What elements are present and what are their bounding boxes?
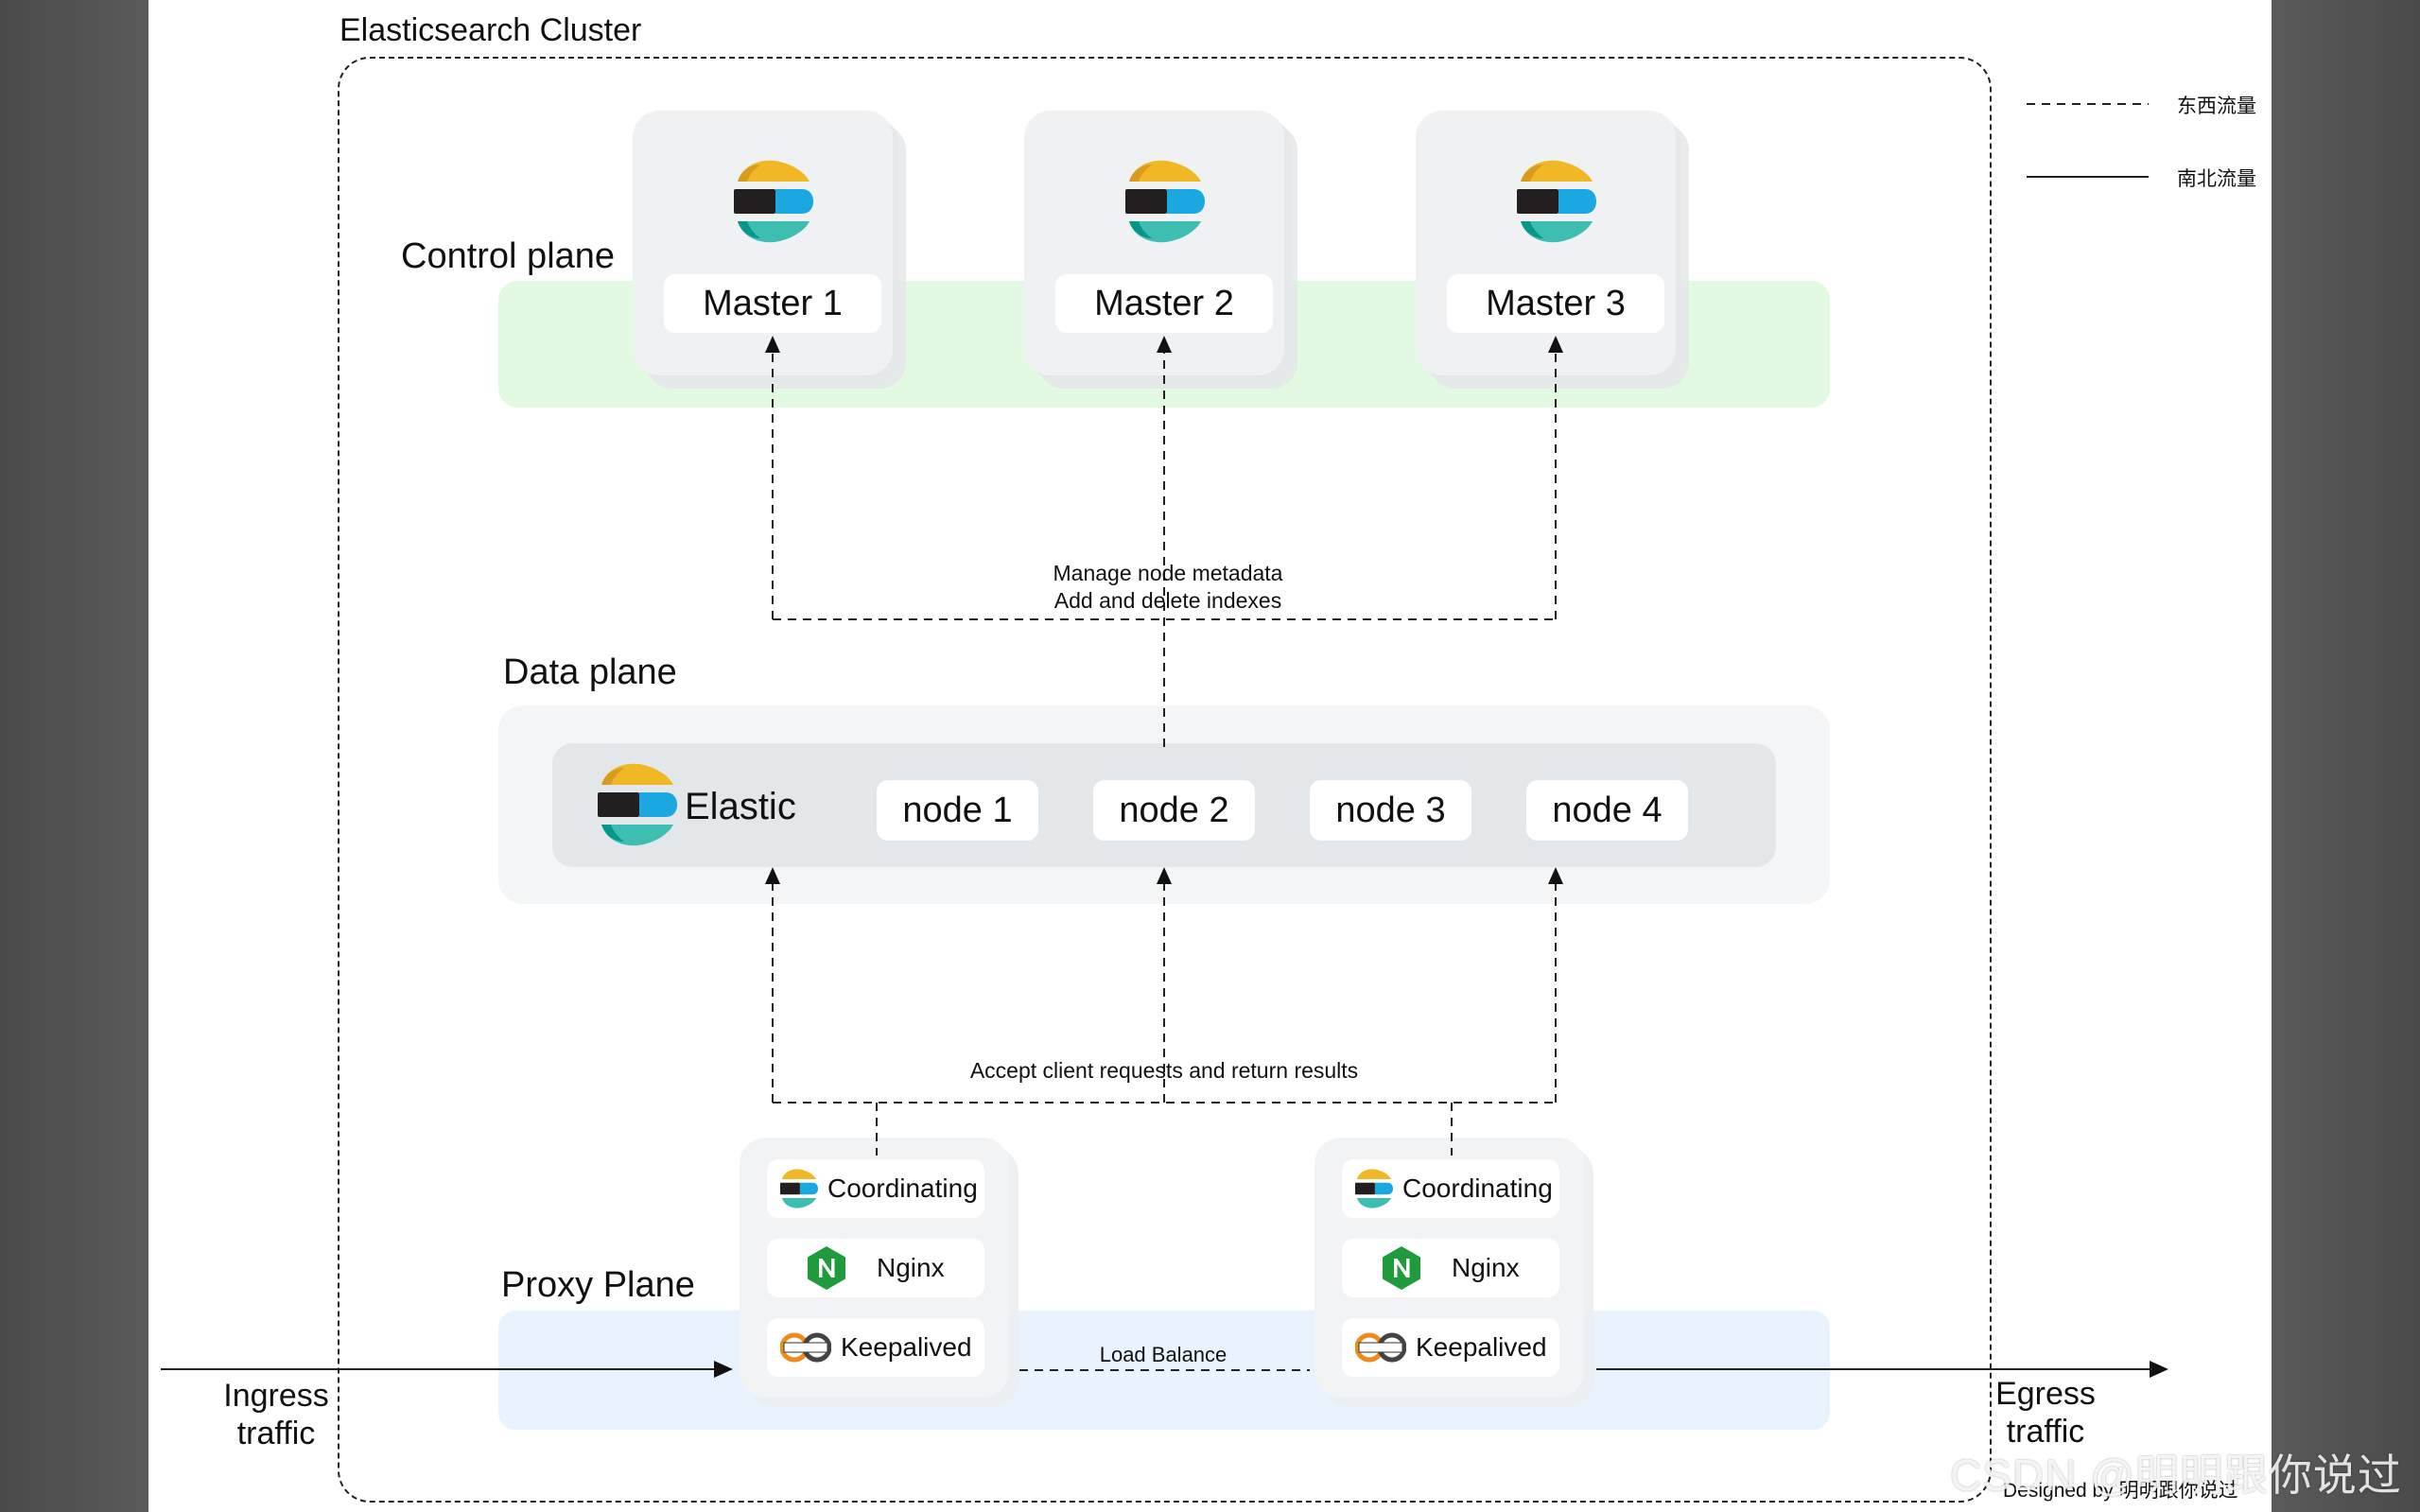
arrow-up-master-2	[1157, 336, 1172, 353]
manage-note: Manage node metadata Add and delete inde…	[979, 560, 1357, 615]
elastic-brand-label: Elastic	[685, 786, 796, 827]
ingress-arrowhead	[714, 1361, 733, 1378]
keepalived-box-right: Keepalived	[1342, 1318, 1559, 1377]
nginx-icon	[1383, 1246, 1420, 1290]
manage-note-line1: Manage node metadata	[1053, 561, 1283, 585]
egress-line1: Egress	[1995, 1376, 2096, 1412]
manage-note-line2: Add and delete indexes	[1053, 588, 1282, 613]
data-plane-label: Data plane	[503, 652, 677, 692]
elastic-logo-icon	[734, 160, 813, 243]
arrow-up-node-3	[1548, 867, 1563, 884]
nginx-label: Nginx	[1452, 1253, 1520, 1282]
nginx-icon	[808, 1246, 845, 1290]
arrow-up-master-1	[765, 336, 780, 353]
cluster-boundary	[338, 57, 1992, 1503]
ingress-line1: Ingress	[223, 1378, 329, 1414]
coordinating-label: Coordinating	[827, 1173, 978, 1203]
egress-label: Egress traffic	[1984, 1375, 2107, 1451]
keepalived-icon	[780, 1332, 831, 1363]
keepalived-icon	[1355, 1332, 1406, 1363]
client-note: Accept client requests and return result…	[969, 1058, 1359, 1083]
coordinating-label: Coordinating	[1402, 1173, 1553, 1203]
arrow-up-node-2	[1157, 867, 1172, 884]
coordinating-box-right: Coordinating	[1342, 1159, 1559, 1218]
nginx-box-right: Nginx	[1342, 1239, 1559, 1297]
legend-solid-label: 南北流量	[2177, 168, 2256, 190]
nginx-label: Nginx	[877, 1253, 945, 1282]
proxy-plane-label: Proxy Plane	[501, 1265, 695, 1305]
keepalived-label: Keepalived	[1416, 1332, 1547, 1362]
load-balance-label: Load Balance	[1099, 1343, 1227, 1366]
arrow-up-node-1	[765, 867, 780, 884]
elastic-logo-icon	[1355, 1169, 1393, 1208]
elastic-logo-icon	[780, 1169, 818, 1208]
egress-line2: traffic	[2006, 1414, 2085, 1450]
arrow-up-master-3	[1548, 336, 1563, 353]
ingress-label: Ingress traffic	[210, 1377, 342, 1452]
elastic-logo-icon	[598, 763, 677, 846]
keepalived-label: Keepalived	[841, 1332, 972, 1362]
master-3-label: Master 3	[1447, 274, 1664, 333]
master-1-label: Master 1	[664, 274, 881, 333]
elastic-logo-icon	[1125, 160, 1205, 243]
nginx-box-left: Nginx	[767, 1239, 984, 1297]
node-1-label: node 1	[877, 780, 1038, 841]
control-plane-label: Control plane	[401, 236, 616, 276]
right-backdrop	[2272, 0, 2420, 1512]
legend-dashed-label: 东西流量	[2177, 96, 2256, 117]
cluster-title: Elasticsearch Cluster	[339, 12, 642, 48]
left-backdrop	[0, 0, 148, 1512]
designed-by: Designed by 明明跟你说过	[2003, 1480, 2238, 1502]
master-2-label: Master 2	[1055, 274, 1273, 333]
node-4-label: node 4	[1526, 780, 1688, 841]
node-3-label: node 3	[1310, 780, 1471, 841]
egress-arrowhead	[2150, 1361, 2168, 1378]
node-2-label: node 2	[1093, 780, 1255, 841]
elastic-logo-icon	[1517, 160, 1596, 243]
coordinating-box-left: Coordinating	[767, 1159, 984, 1218]
keepalived-box-left: Keepalived	[767, 1318, 984, 1377]
ingress-line2: traffic	[236, 1416, 316, 1451]
csdn-watermark: CSDN @明明跟你说过	[1950, 1451, 2402, 1500]
